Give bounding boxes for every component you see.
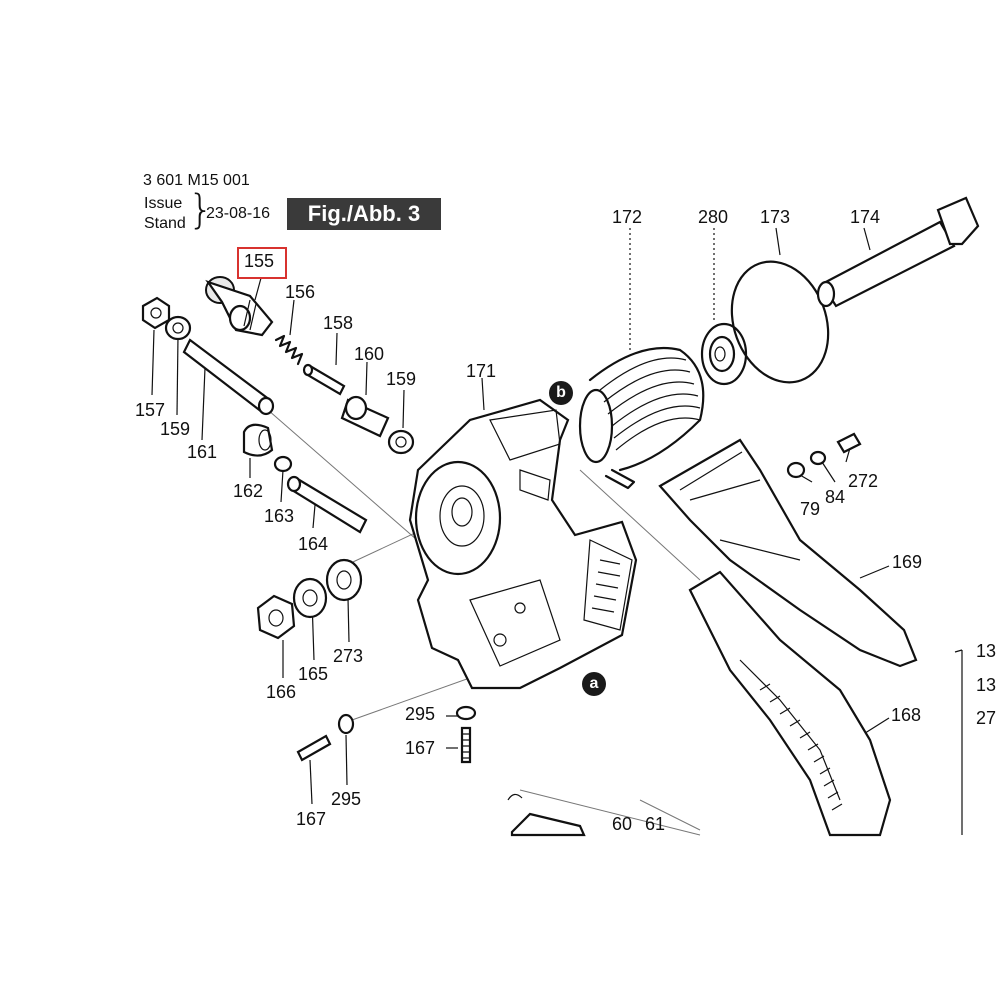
figure-label: Fig./Abb. 3 (287, 198, 441, 230)
issue-date: 23-08-16 (206, 205, 271, 222)
callout-13-top: 13 (976, 641, 997, 661)
part-79-washer (786, 461, 806, 479)
callout-84: 84 (825, 487, 846, 507)
callout-13-mid: 13 (976, 675, 997, 695)
part-272-pin (836, 432, 862, 454)
part-164-pin (286, 475, 368, 534)
callout-174: 174 (850, 207, 881, 227)
callout-163: 163 (264, 506, 295, 526)
part-165-washer (292, 577, 328, 619)
part-161-rod (182, 338, 275, 416)
part-169-handle (658, 438, 918, 668)
callout-167-lower: 167 (296, 809, 327, 829)
callout-160: 160 (354, 344, 385, 364)
callout-60: 60 (612, 814, 633, 834)
part-166-nut (256, 594, 296, 640)
callout-164: 164 (298, 534, 329, 554)
issue-label: Issue (144, 195, 183, 212)
callout-155: 155 (244, 251, 275, 271)
part-159-washer-right (387, 429, 415, 455)
part-174-shaft (816, 196, 980, 308)
part-273-washer (325, 558, 363, 602)
marker-b: b (549, 381, 573, 405)
callout-295-lower: 295 (331, 789, 362, 809)
callout-167-upper: 167 (405, 738, 436, 758)
marker-a: a (582, 672, 606, 696)
callout-27: 27 (976, 708, 997, 728)
part-171-housing (408, 398, 638, 690)
callout-162: 162 (233, 481, 264, 501)
part-159-washer-left (164, 315, 192, 341)
stand-label: Stand (144, 215, 186, 232)
callout-159-left: 159 (160, 419, 191, 439)
callout-156: 156 (285, 282, 316, 302)
callout-169: 169 (892, 552, 923, 572)
highlight-box (237, 247, 287, 279)
part-155-bushing (205, 276, 274, 337)
callout-165: 165 (298, 664, 329, 684)
callout-172: 172 (612, 207, 643, 227)
callout-158: 158 (323, 313, 354, 333)
callout-161: 161 (187, 442, 218, 462)
part-158-pin (302, 363, 346, 396)
callout-168: 168 (891, 705, 922, 725)
part-295-nut-upper (455, 705, 477, 721)
part-167-screw-upper (460, 726, 472, 764)
callout-173: 173 (760, 207, 791, 227)
part-295-nut-lower (337, 713, 355, 735)
callout-280: 280 (698, 207, 729, 227)
callout-273: 273 (333, 646, 364, 666)
brace-symbol: } (188, 187, 214, 233)
part-167-screw-lower (296, 734, 332, 762)
part-156-spring (274, 334, 304, 366)
part-163-ring (273, 455, 293, 473)
callout-61: 61 (645, 814, 666, 834)
callout-295-upper: 295 (405, 704, 436, 724)
part-280-bearing (700, 322, 748, 386)
callout-159-right: 159 (386, 369, 417, 389)
callout-79: 79 (800, 499, 821, 519)
callout-166: 166 (266, 682, 297, 702)
callout-171: 171 (466, 361, 497, 381)
part-160-sleeve (340, 395, 390, 438)
part-fragment-bottom (507, 793, 586, 837)
part-162-cap (242, 423, 274, 457)
callout-157: 157 (135, 400, 166, 420)
part-number: 3 601 M15 001 (143, 172, 250, 189)
callout-272: 272 (848, 471, 879, 491)
leader-lines (151, 227, 963, 836)
part-157-nut (141, 296, 171, 330)
part-172-torsion-spring (578, 346, 705, 490)
part-168-handle (688, 570, 892, 837)
part-84-washer (809, 450, 827, 466)
